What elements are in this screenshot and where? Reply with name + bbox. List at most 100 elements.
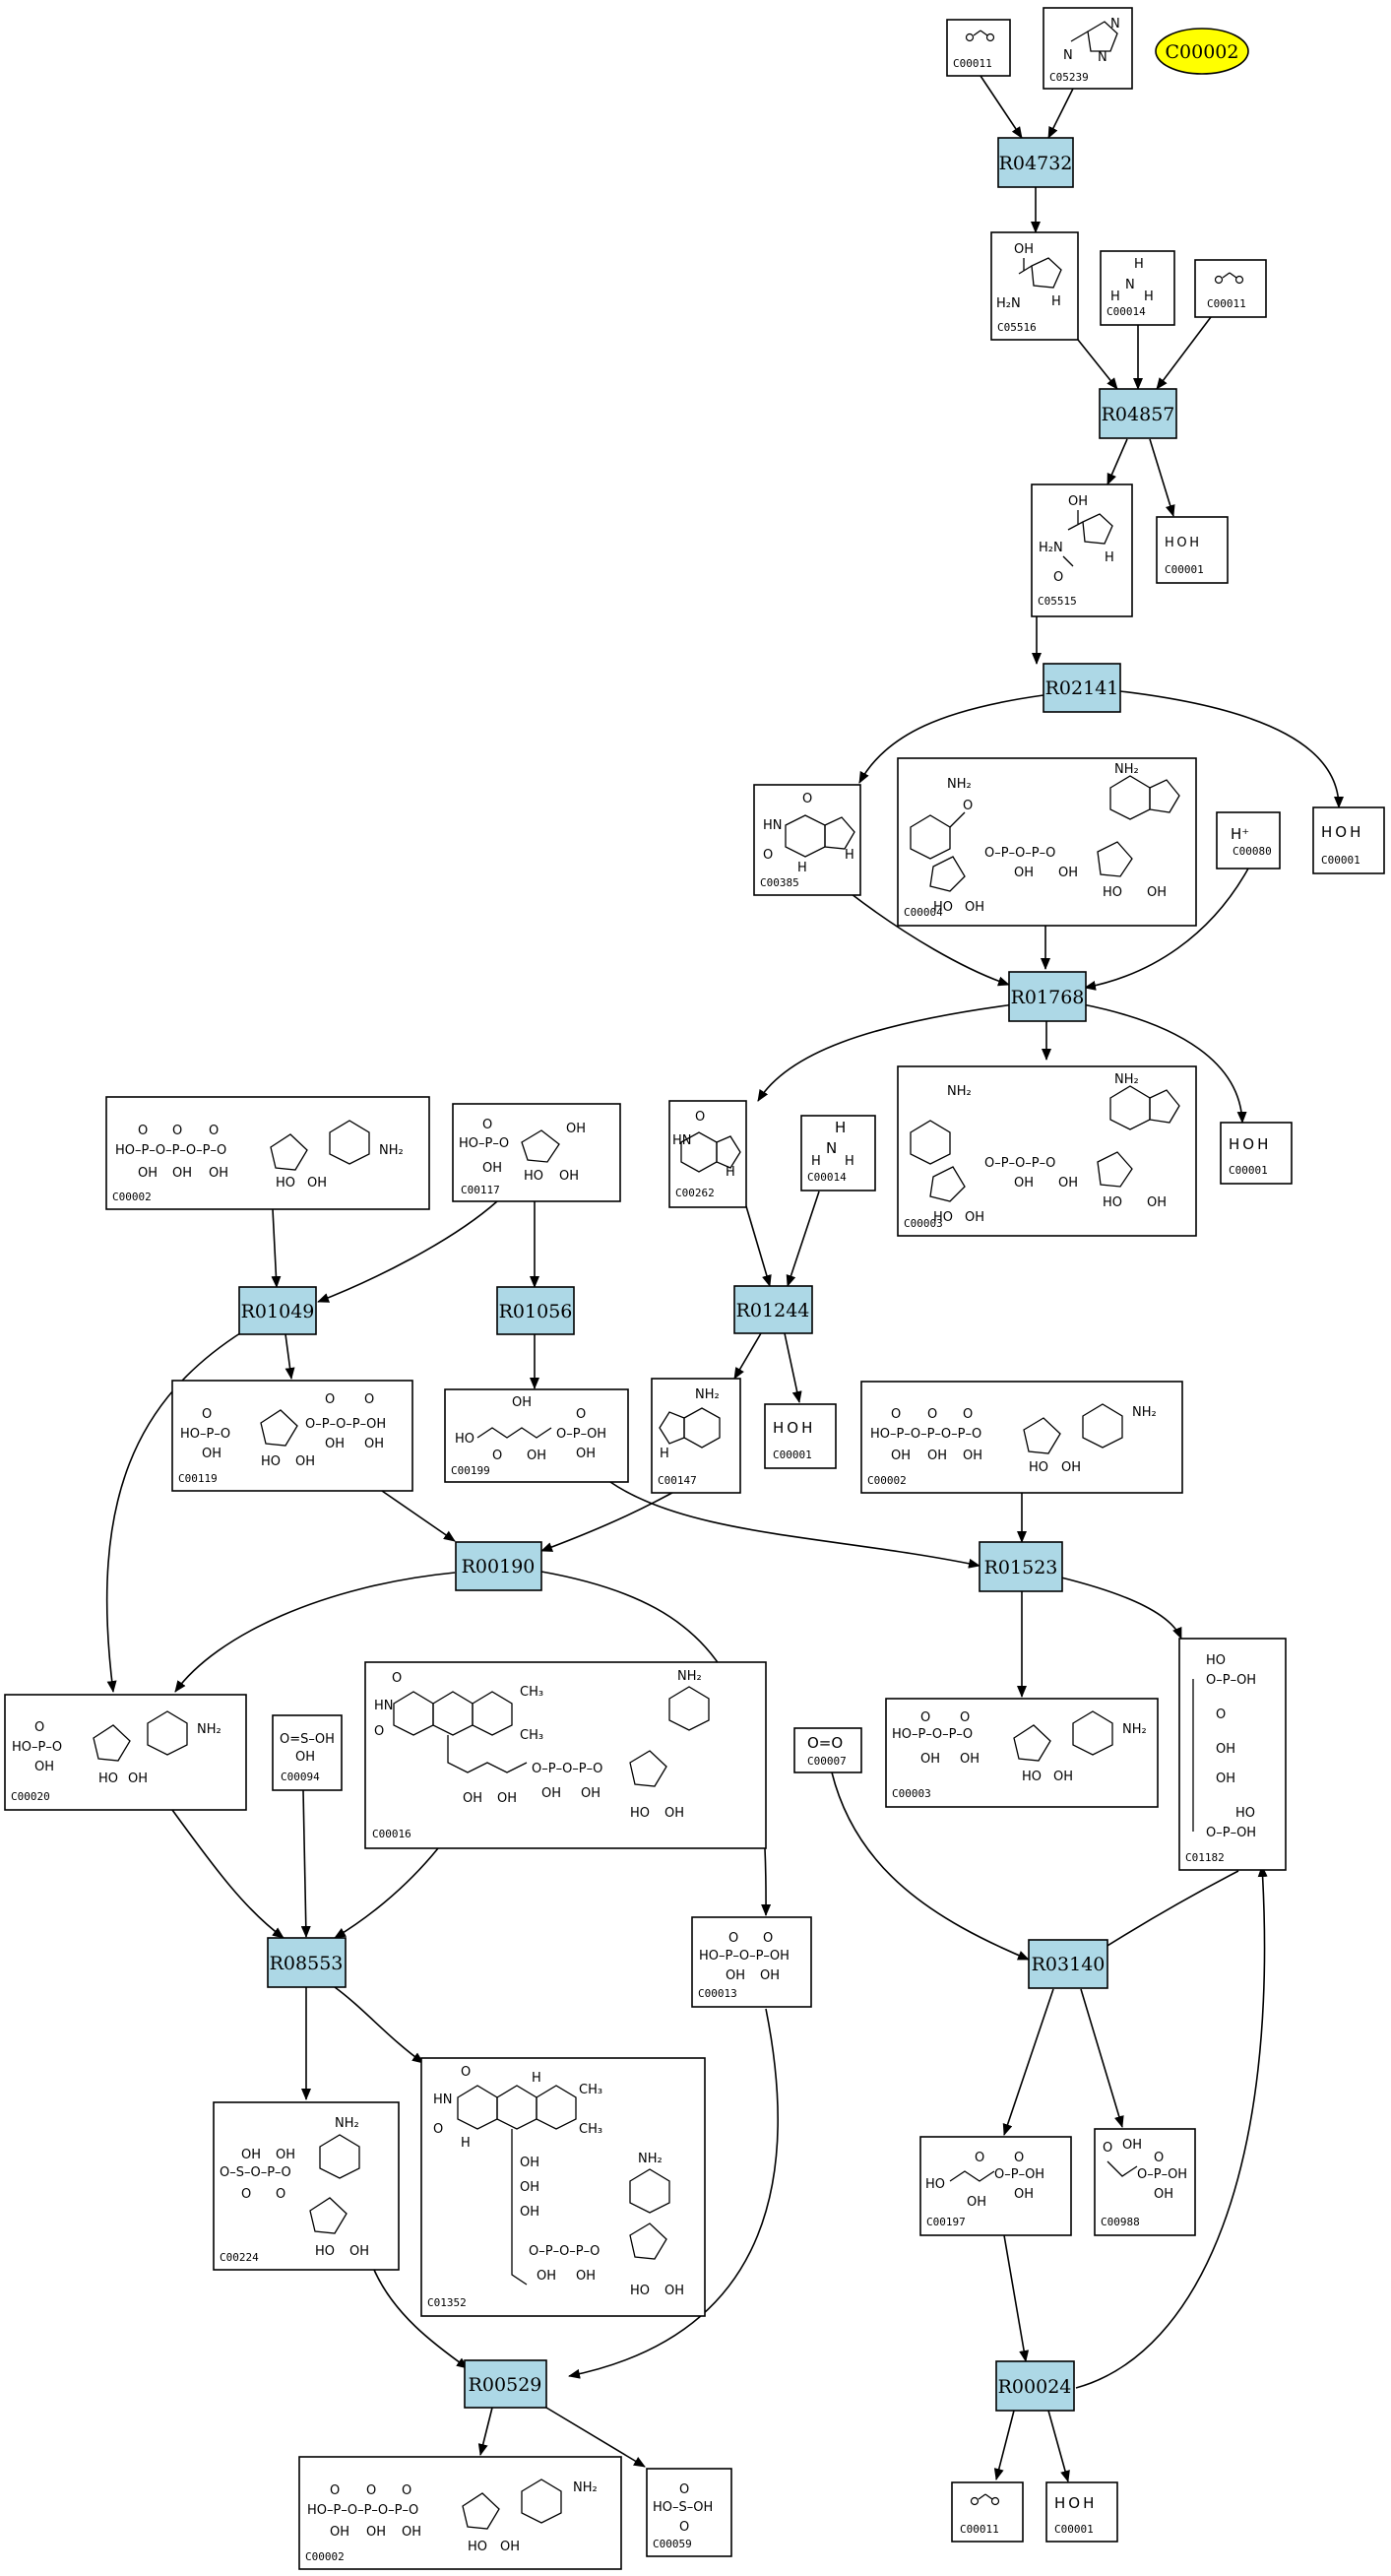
compound-c01182[interactable]: HO O–P–OH O OH OH HO O–P–OH C01182	[1178, 1638, 1287, 1871]
reaction-r00529[interactable]: R00529	[464, 2359, 547, 2409]
svg-text:O=S–OH: O=S–OH	[280, 1732, 335, 1747]
svg-text:OH: OH	[1058, 866, 1078, 880]
svg-text:O: O	[728, 1931, 738, 1946]
reaction-r00190[interactable]: R00190	[455, 1541, 542, 1591]
svg-text:C00003: C00003	[892, 1787, 931, 1800]
svg-text:C05515: C05515	[1038, 595, 1077, 608]
compound-c00011[interactable]: C00011	[1194, 259, 1267, 318]
edge	[1082, 1003, 1247, 1124]
svg-text:O: O	[402, 2483, 411, 2498]
compound-c05515[interactable]: OH H₂N OH C05515	[1031, 483, 1133, 617]
svg-text:C00197: C00197	[926, 2216, 966, 2228]
svg-text:O–P–O–P–O: O–P–O–P–O	[529, 2244, 600, 2259]
compound-c00011[interactable]: C00011	[946, 19, 1011, 77]
svg-text:O–P–OH: O–P–OH	[1206, 1826, 1256, 1840]
reaction-r01523[interactable]: R01523	[979, 1541, 1063, 1592]
reaction-r01244[interactable]: R01244	[733, 1285, 813, 1334]
svg-text:O: O	[34, 1720, 44, 1735]
svg-text:O: O	[679, 2482, 689, 2497]
reaction-r04857[interactable]: R04857	[1099, 388, 1177, 439]
compound-c00080[interactable]: H⁺ C00080	[1216, 811, 1281, 869]
svg-text:OH: OH	[967, 2195, 986, 2210]
reaction-r04732[interactable]: R04732	[997, 137, 1074, 188]
reaction-r00024[interactable]: R00024	[995, 2360, 1075, 2412]
reaction-r01768[interactable]: R01768	[1008, 971, 1087, 1022]
svg-text:O: O	[960, 1710, 970, 1725]
sulfate-structure: HO–S–OH OO	[653, 2482, 713, 2535]
edge	[334, 1986, 424, 2064]
svg-text:O: O	[138, 1124, 148, 1138]
reaction-r01049[interactable]: R01049	[238, 1286, 317, 1335]
compound-c00007[interactable]: O=O C00007	[793, 1727, 862, 1773]
svg-text:H⁺: H⁺	[1231, 825, 1249, 843]
svg-text:H: H	[1105, 550, 1114, 565]
compound-c00001[interactable]: H O H C00001	[1156, 516, 1229, 584]
svg-text:OH: OH	[34, 1760, 54, 1774]
compound-c00001[interactable]: H O H C00001	[764, 1403, 837, 1469]
svg-text:O: O	[975, 2151, 984, 2165]
reaction-r02141[interactable]: R02141	[1043, 663, 1121, 713]
svg-text:OH: OH	[1068, 494, 1088, 509]
svg-text:OH: OH	[559, 1169, 579, 1184]
svg-text:OH: OH	[1147, 1195, 1167, 1210]
svg-text:OH: OH	[965, 1210, 984, 1225]
compound-c00011[interactable]: C00011	[951, 2481, 1024, 2543]
svg-text:OH: OH	[330, 2525, 349, 2540]
svg-text:H: H	[845, 848, 854, 863]
adenine-structure: NH₂ H	[659, 1387, 721, 1461]
compound-c00001[interactable]: H O H C00001	[1045, 2481, 1118, 2543]
compound-c00001[interactable]: H O H C00001	[1312, 806, 1385, 874]
svg-text:HO: HO	[925, 2177, 945, 2192]
svg-text:HO–P–O–P–O–P–O: HO–P–O–P–O–P–O	[115, 1143, 226, 1158]
reaction-r03140[interactable]: R03140	[1028, 1939, 1108, 1989]
compound-c00262[interactable]: O HNH C00262	[668, 1100, 747, 1208]
svg-text:C00117: C00117	[461, 1184, 500, 1196]
compound-c00197[interactable]: O HO O–P–OH OOH OH C00197	[919, 2136, 1072, 2236]
svg-text:OH: OH	[726, 1968, 745, 1983]
compound-c00001[interactable]: H O H C00001	[1220, 1122, 1293, 1185]
svg-text:R00024: R00024	[998, 2376, 1072, 2398]
reaction-r08553[interactable]: R08553	[267, 1937, 347, 1988]
svg-text:HO: HO	[276, 1176, 295, 1191]
ureidoimidazole-structure: OH H₂N OH	[1039, 494, 1114, 585]
svg-text:OH: OH	[325, 1437, 345, 1451]
compound-c00059[interactable]: HO–S–OH OO C00059	[646, 2468, 732, 2557]
svg-text:OH: OH	[566, 1122, 586, 1136]
reaction-r01056[interactable]: R01056	[496, 1286, 575, 1335]
edge	[271, 1208, 282, 1288]
edge	[334, 1847, 439, 1939]
svg-text:OH: OH	[960, 1752, 980, 1767]
svg-text:C00002: C00002	[867, 1474, 907, 1487]
highlight-node[interactable]: C00002	[1155, 28, 1249, 75]
svg-text:OH: OH	[1122, 2138, 1142, 2153]
edge	[174, 1572, 456, 1693]
edge	[1077, 339, 1118, 390]
compound-c00147[interactable]: NH₂ H C00147	[651, 1378, 741, 1494]
svg-text:C00007: C00007	[807, 1755, 847, 1768]
svg-text:NH₂: NH₂	[695, 1387, 720, 1402]
svg-text:C00011: C00011	[960, 2523, 999, 2536]
